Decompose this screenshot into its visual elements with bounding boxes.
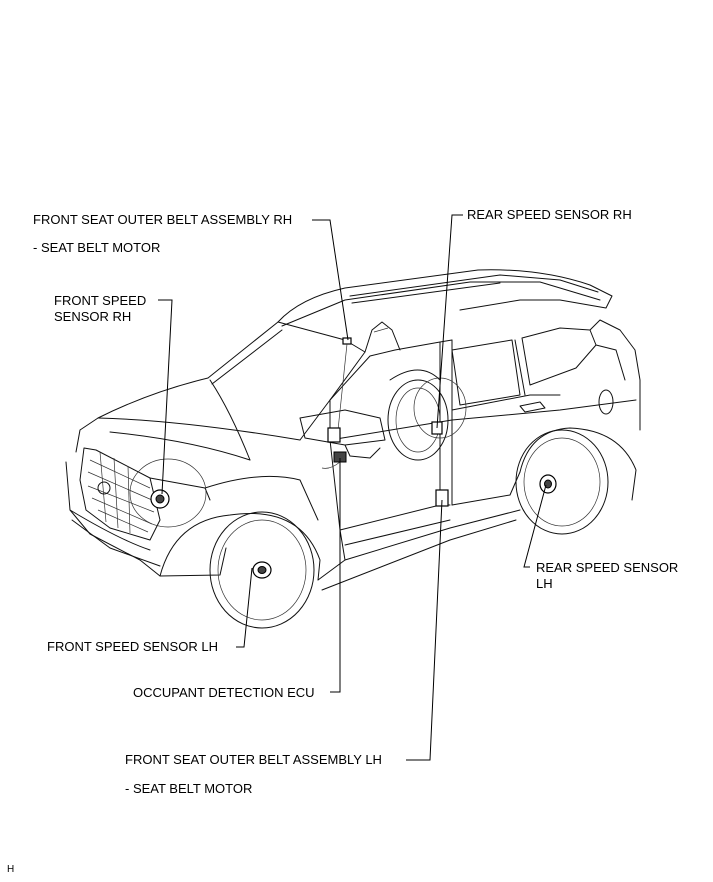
rear-speed-sensor-lh-mark <box>539 474 557 494</box>
label-rear-speed-sensor-lh-line1: REAR SPEED SENSOR <box>536 560 679 575</box>
front-speed-sensor-lh-mark <box>252 561 272 579</box>
label-front-seat-outer-belt-assembly-rh: FRONT SEAT OUTER BELT ASSEMBLY RH <box>33 212 293 227</box>
label-front-speed-sensor-lh: FRONT SPEED SENSOR LH <box>47 639 218 654</box>
label-seat-belt-motor-lh: - SEAT BELT MOTOR <box>125 781 253 796</box>
label-occupant-detection-ecu: OCCUPANT DETECTION ECU <box>133 685 315 700</box>
label-rear-speed-sensor-rh: REAR SPEED SENSOR RH <box>467 207 632 222</box>
label-front-seat-outer-belt-assembly-lh: FRONT SEAT OUTER BELT ASSEMBLY LH <box>125 752 382 767</box>
label-seat-belt-motor-rh: - SEAT BELT MOTOR <box>33 240 161 255</box>
label-front-speed-sensor-rh-line1: FRONT SPEED <box>54 293 147 308</box>
occupant-ecu-mark <box>321 451 347 469</box>
belt-assembly-rh-mark <box>327 337 352 443</box>
figure-code: H <box>7 864 15 875</box>
label-front-speed-sensor-rh-line2: SENSOR RH <box>54 309 132 324</box>
front-speed-sensor-rh-mark <box>129 458 207 528</box>
leader-lines <box>158 214 547 761</box>
suv-body-outline <box>65 269 641 629</box>
label-rear-speed-sensor-lh-line2: LH <box>536 576 553 591</box>
